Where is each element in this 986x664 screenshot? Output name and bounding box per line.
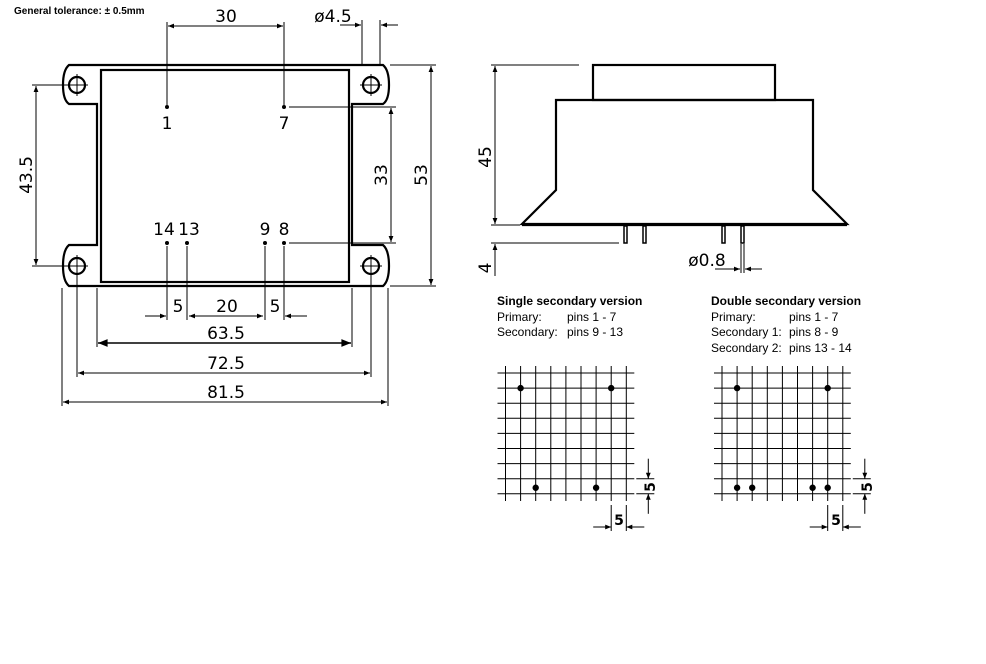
dim-4: 4 bbox=[476, 263, 496, 274]
grid-pitch-v: 5 bbox=[643, 482, 659, 492]
pin-hole bbox=[809, 484, 816, 491]
single-secondary-section: Single secondary version Primary: pins 1… bbox=[497, 294, 659, 531]
pin-hole bbox=[608, 384, 615, 392]
pin-hole bbox=[733, 484, 741, 491]
dim-53: 53 bbox=[412, 164, 432, 186]
mounting-hole-icon bbox=[360, 255, 382, 277]
top-view: 1 7 14 13 9 8 30 ø4.5 43.5 33 53 5 20 5 … bbox=[17, 7, 436, 406]
row-value: pins 1 - 7 bbox=[789, 310, 839, 324]
side-view: 45 4 ø0.8 bbox=[476, 63, 850, 276]
dim-81-5: 81.5 bbox=[207, 383, 245, 403]
double-title: Double secondary version bbox=[711, 294, 861, 308]
single-title: Single secondary version bbox=[497, 294, 642, 308]
dim-43-5: 43.5 bbox=[17, 156, 37, 194]
grid-pitch-h: 5 bbox=[614, 513, 624, 529]
top-cap bbox=[591, 63, 777, 102]
dim-30: 30 bbox=[215, 7, 237, 27]
row-label: Secondary 1: bbox=[711, 325, 782, 339]
side-pins bbox=[623, 225, 745, 244]
housing-outline bbox=[61, 63, 391, 288]
pin-label: 13 bbox=[178, 220, 200, 240]
tolerance-note: General tolerance: ± 0.5mm bbox=[14, 6, 145, 17]
pin-hole bbox=[517, 384, 524, 392]
pin-label: 8 bbox=[279, 220, 290, 240]
row-value: pins 1 - 7 bbox=[567, 310, 617, 324]
dim-45: 45 bbox=[476, 146, 496, 168]
housing-inner bbox=[99, 68, 351, 284]
mounting-hole-icon bbox=[360, 74, 382, 96]
row-value: pins 8 - 9 bbox=[789, 325, 839, 339]
row-label: Secondary: bbox=[497, 325, 558, 339]
row-label: Secondary 2: bbox=[711, 341, 782, 355]
pin-hole bbox=[532, 484, 539, 491]
dim-ext-line bbox=[636, 478, 655, 495]
dim-5-right: 5 bbox=[270, 297, 281, 317]
row-value: pins 9 - 13 bbox=[567, 325, 623, 339]
pin-label: 7 bbox=[279, 114, 290, 134]
pin-hole bbox=[824, 484, 831, 491]
double-secondary-section: Double secondary version Primary: pins 1… bbox=[711, 294, 876, 531]
pin-hole bbox=[824, 384, 831, 392]
grid-pitch-v: 5 bbox=[860, 482, 876, 492]
row-label: Primary: bbox=[711, 310, 756, 324]
side-body bbox=[519, 98, 850, 226]
row-value: pins 13 - 14 bbox=[789, 341, 852, 355]
dim-33: 33 bbox=[372, 164, 392, 186]
dim-pin-diameter: ø0.8 bbox=[688, 251, 725, 271]
dim-ext-line bbox=[852, 478, 871, 495]
dim-63-5: 63.5 bbox=[207, 324, 245, 344]
dim-72-5: 72.5 bbox=[207, 354, 245, 374]
pin-grid bbox=[497, 366, 655, 531]
pin-grid bbox=[714, 366, 871, 531]
pin-hole bbox=[733, 384, 741, 392]
pin-label: 14 bbox=[153, 220, 175, 240]
dim-20: 20 bbox=[216, 297, 238, 317]
grid-pitch-h: 5 bbox=[831, 513, 841, 529]
row-label: Primary: bbox=[497, 310, 542, 324]
mounting-holes bbox=[66, 74, 382, 277]
pin-label: 1 bbox=[162, 114, 173, 134]
dim-hole-diameter: ø4.5 bbox=[314, 7, 351, 27]
pin-label: 9 bbox=[260, 220, 271, 240]
dim-5-left: 5 bbox=[173, 297, 184, 317]
pin-hole bbox=[592, 484, 600, 491]
pins bbox=[165, 105, 286, 245]
pin-hole bbox=[749, 484, 756, 491]
